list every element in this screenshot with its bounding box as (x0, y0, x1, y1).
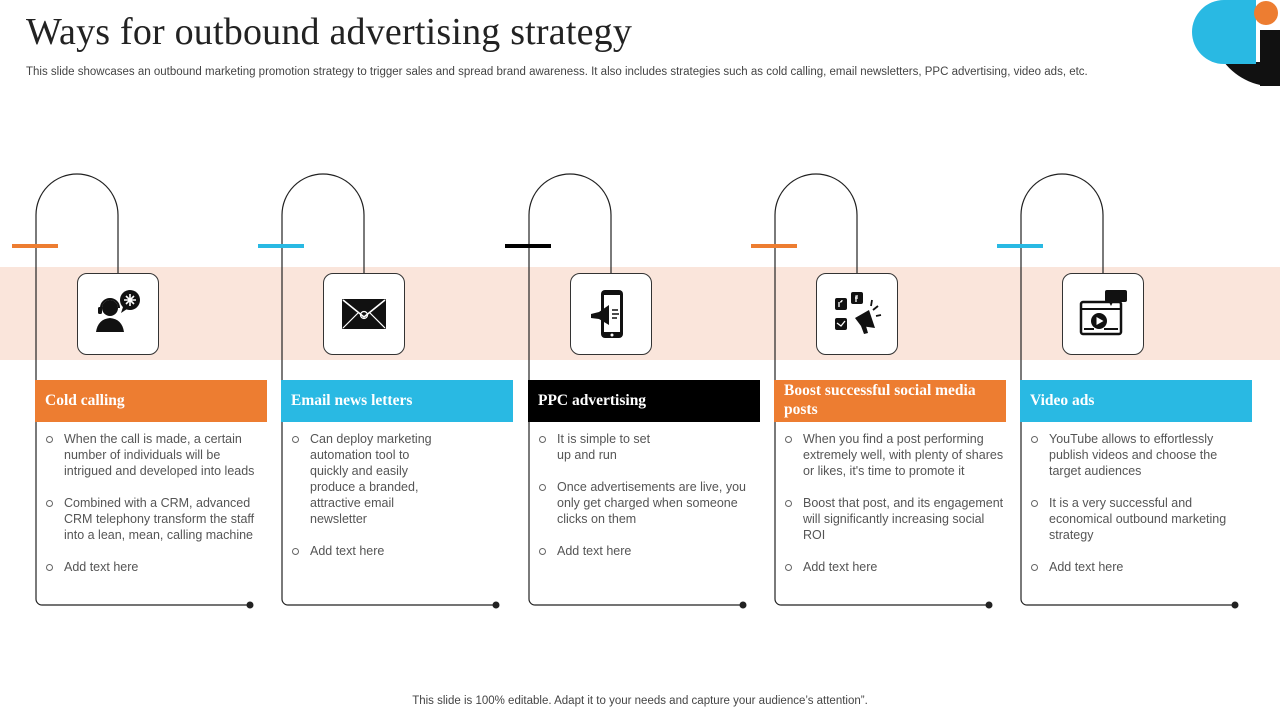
timeline-connector (1020, 173, 1239, 609)
strategy-card-ppc-advertising: PPC advertising It is simple to set up a… (505, 0, 768, 720)
timeline-connector (281, 173, 500, 609)
mobile-megaphone-icon (591, 290, 623, 338)
bullet-item: When the call is made, a certain number … (45, 431, 267, 479)
page-title: Ways for outbound advertising strategy (26, 11, 633, 53)
bullet-item: Add text here (291, 543, 513, 559)
bullet-item: YouTube allows to effortlessly publish v… (1030, 431, 1252, 479)
bullet-list: When you find a post performing extremel… (784, 431, 1006, 591)
icon-box (77, 273, 159, 355)
bullet-item: It is a very successful and economical o… (1030, 495, 1252, 543)
bullet-item: It is simple to set up and run (538, 431, 667, 463)
bullet-item: Add text here (45, 559, 267, 575)
accent-dash (997, 244, 1043, 248)
strategy-header: Cold calling (35, 380, 267, 422)
video-ads-icon (1079, 290, 1127, 336)
timeline-connector (528, 173, 747, 609)
brand-logo-icon (1192, 0, 1280, 86)
strategy-card-email-newsletters: Email news letters Can deploy marketing … (258, 0, 521, 720)
bullet-item: When you find a post performing extremel… (784, 431, 1006, 479)
call-center-agent-icon (96, 290, 140, 332)
icon-box (570, 273, 652, 355)
accent-dash (505, 244, 551, 248)
bullet-item: Once advertisements are live, you only g… (538, 479, 760, 527)
bullet-item: Boost that post, and its engagement will… (784, 495, 1006, 543)
social-media-megaphone-icon (835, 292, 882, 334)
bullet-list: Can deploy marketing automation tool to … (291, 431, 513, 575)
bullet-item: Add text here (1030, 559, 1252, 575)
page-footer: This slide is 100% editable. Adapt it to… (412, 695, 868, 707)
accent-dash (258, 244, 304, 248)
page-subtitle: This slide showcases an outbound marketi… (26, 66, 1088, 78)
icon-box (816, 273, 898, 355)
bullet-item: Combined with a CRM, advanced CRM teleph… (45, 495, 267, 543)
strategy-header: PPC advertising (528, 380, 760, 422)
strategy-header: Boost successful social media posts (774, 380, 1006, 422)
strategy-card-video-ads: Video ads YouTube allows to effortlessly… (997, 0, 1260, 720)
bullet-list: YouTube allows to effortlessly publish v… (1030, 431, 1252, 591)
bullet-list: It is simple to set up and run Once adve… (538, 431, 760, 575)
bullet-item: Add text here (784, 559, 1006, 575)
accent-dash (751, 244, 797, 248)
strategy-header: Video ads (1020, 380, 1252, 422)
strategy-card-social-media: Boost successful social media posts When… (751, 0, 1014, 720)
strategy-header: Email news letters (281, 380, 513, 422)
bullet-item: Add text here (538, 543, 760, 559)
bullet-list: When the call is made, a certain number … (45, 431, 267, 591)
icon-box (323, 273, 405, 355)
icon-box (1062, 273, 1144, 355)
strategy-card-cold-calling: Cold calling When the call is made, a ce… (12, 0, 275, 720)
bullet-item: Can deploy marketing automation tool to … (291, 431, 440, 527)
email-envelope-icon (342, 299, 386, 329)
accent-dash (12, 244, 58, 248)
timeline-connector (35, 173, 254, 609)
timeline-connector (774, 173, 993, 609)
